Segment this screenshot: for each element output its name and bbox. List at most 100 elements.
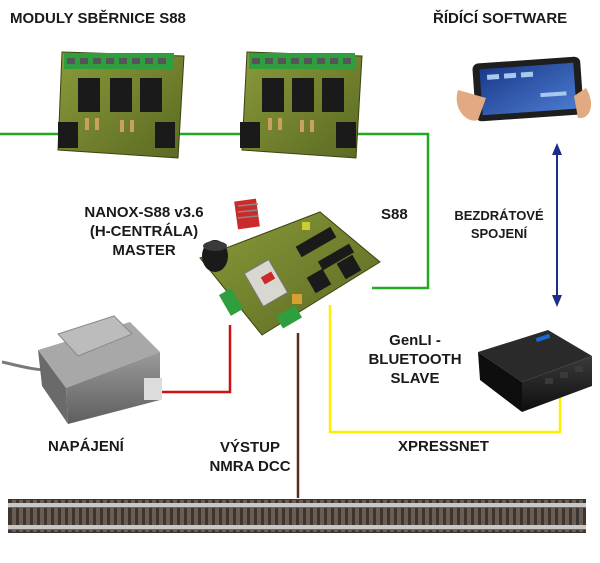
rail-sleeper bbox=[61, 500, 65, 532]
dcc-output-label-line2: NMRA DCC bbox=[209, 458, 291, 475]
rail-sleeper bbox=[474, 500, 478, 532]
master-label-line2: (H-CENTRÁLA) bbox=[89, 223, 199, 240]
rail-sleeper bbox=[348, 500, 352, 532]
rail-sleeper bbox=[572, 500, 576, 532]
rail-sleeper bbox=[383, 500, 387, 532]
rail-sleeper bbox=[306, 500, 310, 532]
power-line bbox=[160, 325, 232, 394]
rail-sleeper bbox=[47, 500, 51, 532]
bluetooth-box-icon bbox=[478, 330, 592, 412]
wireless-label-line2: SPOJENÍ bbox=[470, 226, 528, 241]
rail-sleeper bbox=[222, 500, 226, 532]
rail-sleeper bbox=[355, 500, 359, 532]
rail-sleeper bbox=[285, 500, 289, 532]
rail-sleeper bbox=[138, 500, 142, 532]
rail-sleeper bbox=[509, 500, 513, 532]
control-software-label: ŘÍDÍCÍ SOFTWARE bbox=[433, 10, 568, 27]
rail-sleeper bbox=[467, 500, 471, 532]
rail-sleeper bbox=[544, 500, 548, 532]
dcc-output-label-line1: VÝSTUP bbox=[219, 439, 280, 456]
rail-sleeper bbox=[152, 500, 156, 532]
s88-module-2 bbox=[240, 51, 363, 159]
rail-sleeper bbox=[89, 500, 93, 532]
rail-sleeper bbox=[516, 500, 520, 532]
rail-sleeper bbox=[145, 500, 149, 532]
rail-sleeper bbox=[579, 500, 583, 532]
wireless-arrow bbox=[552, 143, 562, 307]
rail-sleeper bbox=[257, 500, 261, 532]
rail-sleeper bbox=[26, 500, 30, 532]
rail-sleeper bbox=[96, 500, 100, 532]
tablet-icon bbox=[456, 56, 592, 122]
rail-sleeper bbox=[173, 500, 177, 532]
s88-module-1 bbox=[57, 51, 185, 159]
rail-sleeper bbox=[271, 500, 275, 532]
rail-sleeper bbox=[439, 500, 443, 532]
rail-sleeper bbox=[376, 500, 380, 532]
xpressnet-label: XPRESSNET bbox=[398, 438, 489, 455]
power-label: NAPÁJENÍ bbox=[48, 438, 124, 455]
rail-sleeper bbox=[523, 500, 527, 532]
rail-sleeper bbox=[33, 500, 37, 532]
rail-sleeper bbox=[110, 500, 114, 532]
genli-label-line3: SLAVE bbox=[390, 370, 440, 387]
rail-sleeper bbox=[68, 500, 72, 532]
rail-sleeper bbox=[397, 500, 401, 532]
rail-sleeper bbox=[418, 500, 422, 532]
rail-sleeper bbox=[390, 500, 394, 532]
rail-sleeper bbox=[537, 500, 541, 532]
rail-sleeper bbox=[278, 500, 282, 532]
rail-sleeper bbox=[313, 500, 317, 532]
rail-sleeper bbox=[215, 500, 219, 532]
rail-sleeper bbox=[327, 500, 331, 532]
genli-label: GenLI - BLUETOOTH SLAVE bbox=[360, 331, 470, 388]
rail-sleeper bbox=[425, 500, 429, 532]
s88-bus-line bbox=[0, 132, 430, 290]
rail-sleeper bbox=[292, 500, 296, 532]
rail-sleeper bbox=[159, 500, 163, 532]
genli-label-line2: BLUETOOTH bbox=[368, 351, 462, 368]
rail-sleeper bbox=[194, 500, 198, 532]
rail-sleeper bbox=[362, 500, 366, 532]
rail-sleeper bbox=[166, 500, 170, 532]
rail-sleeper bbox=[488, 500, 492, 532]
rail-sleeper bbox=[502, 500, 506, 532]
rail-sleeper bbox=[551, 500, 555, 532]
xpressnet-line bbox=[328, 305, 562, 434]
master-label: NANOX-S88 v3.6 (H-CENTRÁLA) MASTER bbox=[48, 203, 240, 260]
s88-label: S88 bbox=[381, 206, 408, 223]
rail-sleeper bbox=[334, 500, 338, 532]
rail-sleeper bbox=[320, 500, 324, 532]
wireless-label: BEZDRÁTOVÉ SPOJENÍ bbox=[452, 207, 546, 243]
rail-sleeper bbox=[446, 500, 450, 532]
rail-sleeper bbox=[453, 500, 457, 532]
rail-sleeper bbox=[124, 500, 128, 532]
nanox-master-board bbox=[199, 198, 381, 336]
rail-sleeper bbox=[208, 500, 212, 532]
master-label-line1: NANOX-S88 v3.6 bbox=[84, 204, 204, 221]
rail-sleeper bbox=[236, 500, 240, 532]
rail-sleeper bbox=[54, 500, 58, 532]
rail-sleeper bbox=[117, 500, 121, 532]
rail-sleeper bbox=[369, 500, 373, 532]
wireless-label-line1: BEZDRÁTOVÉ bbox=[454, 208, 544, 223]
rail-sleeper bbox=[530, 500, 534, 532]
rail-sleeper bbox=[12, 500, 16, 532]
rail-track-icon bbox=[8, 499, 586, 533]
rail-sleeper bbox=[229, 500, 233, 532]
rail-sleeper bbox=[19, 500, 23, 532]
s88-modules-label: MODULY SBĚRNICE S88 bbox=[10, 10, 186, 27]
rail-sleeper bbox=[40, 500, 44, 532]
transformer-icon bbox=[1, 315, 162, 424]
rail-sleeper bbox=[404, 500, 408, 532]
rail-sleeper bbox=[180, 500, 184, 532]
rail-sleeper bbox=[131, 500, 135, 532]
rail-sleeper bbox=[411, 500, 415, 532]
rail-sleeper bbox=[250, 500, 254, 532]
master-label-line3: MASTER bbox=[112, 242, 176, 259]
rail-sleeper bbox=[558, 500, 562, 532]
rail-sleeper bbox=[187, 500, 191, 532]
rail-sleeper bbox=[481, 500, 485, 532]
rail-sleeper bbox=[75, 500, 79, 532]
